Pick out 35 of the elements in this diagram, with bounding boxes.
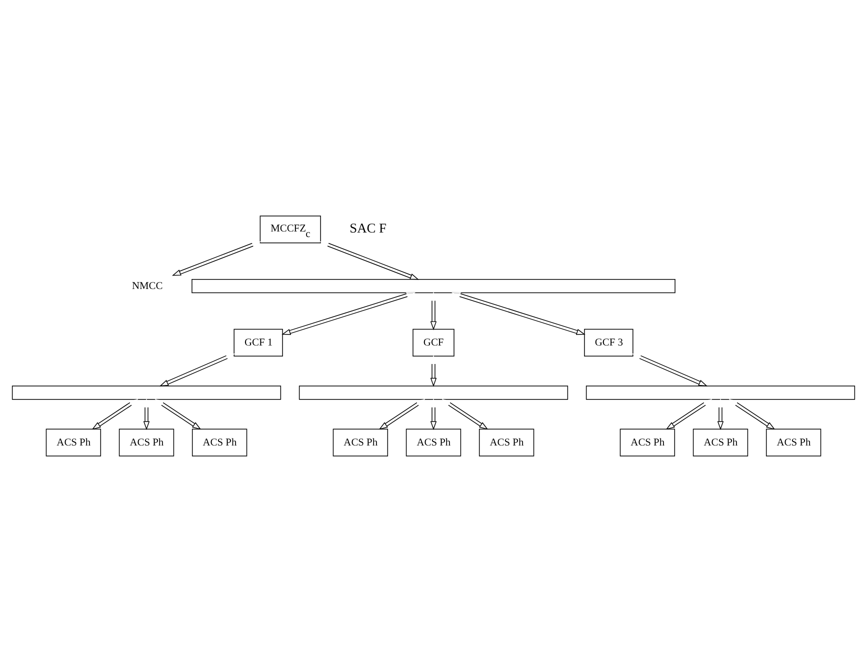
node-bar <box>586 386 856 400</box>
arrow <box>452 292 586 335</box>
arrow <box>717 398 724 430</box>
node-box: ACS Ph <box>46 428 102 456</box>
node-box: GCF 1 <box>234 328 283 356</box>
arrow <box>143 398 150 430</box>
node-box: ACS Ph <box>406 428 462 456</box>
node-bar <box>298 386 568 400</box>
arrow <box>320 241 420 280</box>
node-box: ACS Ph <box>766 428 822 456</box>
node-text: NMCC <box>132 280 163 292</box>
arrow <box>728 398 776 430</box>
node-box: ACS Ph <box>478 428 534 456</box>
node-bar <box>192 278 676 294</box>
arrow <box>172 241 262 276</box>
node-box: ACS Ph <box>332 428 388 456</box>
node-box: ACS Ph <box>118 428 174 456</box>
arrow <box>666 398 712 430</box>
label: SAC F <box>350 220 387 236</box>
arrow <box>159 354 236 386</box>
arrow <box>154 398 202 430</box>
arrow <box>282 292 416 335</box>
arrow <box>430 398 437 430</box>
node-box: ACS Ph <box>620 428 676 456</box>
arrow <box>632 354 708 386</box>
node-box: GCF <box>412 328 454 356</box>
node-box: ACS Ph <box>192 428 248 456</box>
arrow <box>430 292 437 330</box>
arrow <box>378 398 426 430</box>
arrow <box>430 355 437 387</box>
node-bar <box>12 386 282 400</box>
node-box: ACS Ph <box>692 428 748 456</box>
arrow <box>442 398 488 430</box>
arrow <box>92 398 138 430</box>
node-box: GCF 3 <box>584 328 634 356</box>
